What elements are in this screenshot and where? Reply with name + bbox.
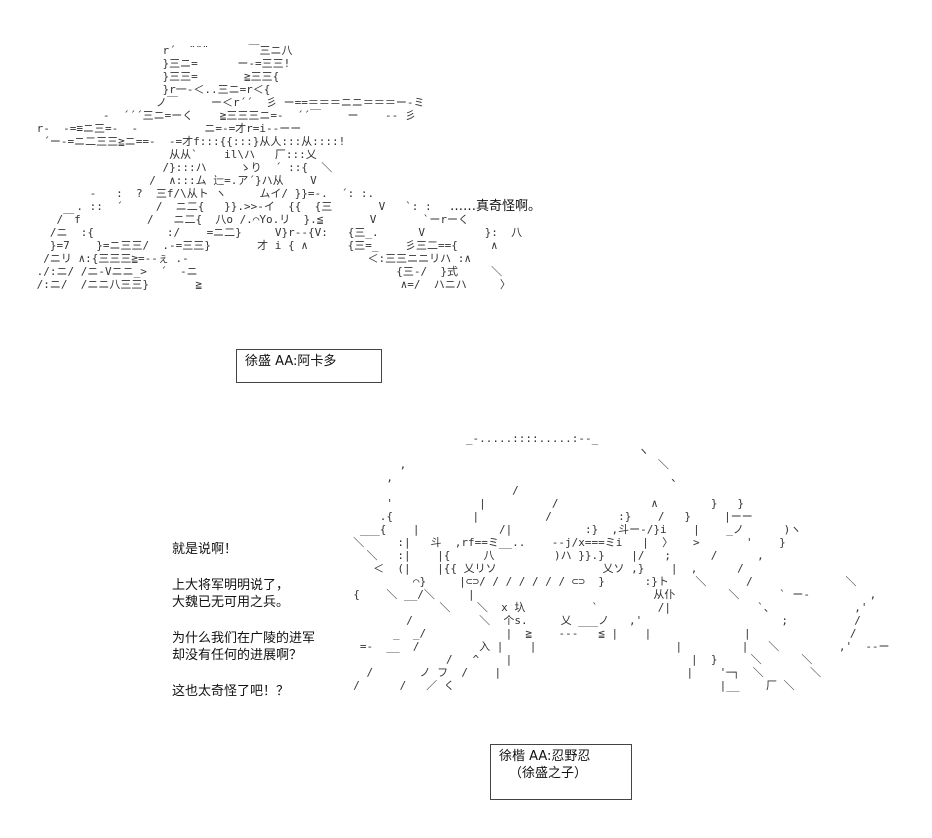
name-box-xusheng: 徐盛 AA:阿卡多: [236, 349, 382, 383]
scene2-dialogue-line-4: 大魏已无可用之兵。: [172, 595, 290, 610]
ascii-art-figure-bottom: _-.....::::.....:--_ ヽ , ＼ , 、 /: [353, 432, 890, 692]
name-box-xukai-line2: （徐盛之子）: [509, 766, 588, 781]
scene2-dialogue-line-6: 为什么我们在广陵的进军: [172, 631, 316, 646]
scene2-dialogue-line-9: 这也太奇怪了吧！？: [172, 684, 290, 699]
scene1-remark: ……真奇怪啊。: [450, 199, 542, 214]
scene2-dialogue-line-1: 就是说啊！: [172, 542, 238, 557]
scene2-dialogue-line-3: 上大将军明明说了，: [172, 578, 290, 593]
name-box-xukai-line1: 徐楷 AA:忍野忍: [499, 749, 591, 764]
scene2-dialogue-line-7: 却没有任何的进展啊？: [172, 648, 303, 663]
ascii-art-figure-top: r´ ¨¨¨ ￣三ニ八 }三ニ= ー-=三三! }三三= ≧三三{ }r一-＜.…: [36, 44, 523, 291]
name-box-xukai: 徐楷 AA:忍野忍 （徐盛之子）: [490, 744, 632, 800]
